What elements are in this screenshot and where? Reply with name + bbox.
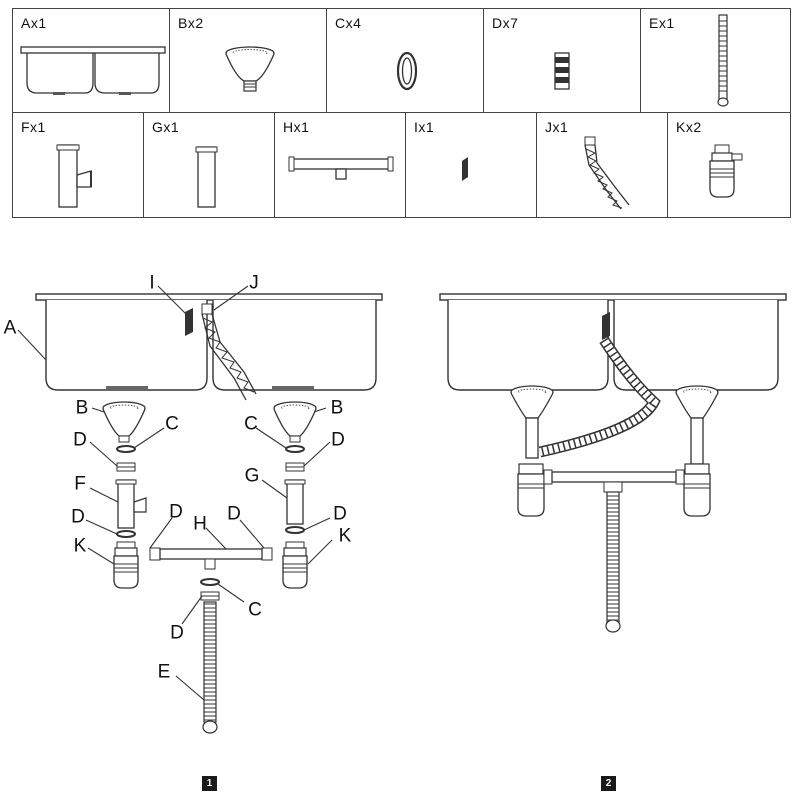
callout-b-right: B xyxy=(330,397,344,419)
strainer-basket-icon xyxy=(225,46,275,92)
callout-f: F xyxy=(74,473,86,495)
part-label: Dx7 xyxy=(492,15,519,31)
part-cell-a: Ax1 xyxy=(12,8,170,113)
callout-d-bottom: D xyxy=(170,622,184,644)
overflow-hose-icon xyxy=(584,136,630,210)
bottle-trap-icon xyxy=(709,144,743,198)
callout-j: J xyxy=(249,272,259,294)
part-cell-g: Gx1 xyxy=(143,112,275,218)
callout-d-right-top: D xyxy=(331,429,345,451)
part-label: Ex1 xyxy=(649,15,675,31)
nut-icon xyxy=(554,52,570,90)
assembly-drawing xyxy=(17,285,787,734)
part-label: Cx4 xyxy=(335,15,362,31)
callout-e: E xyxy=(157,661,171,683)
callout-c-bottom: C xyxy=(248,599,262,621)
parts-table: Ax1 Bx2 Cx4 Dx7 xyxy=(0,0,800,230)
callout-d-connector-right: D xyxy=(227,503,241,525)
tee-pipe-icon xyxy=(56,144,92,208)
callout-g: G xyxy=(244,465,260,487)
part-cell-j: Jx1 xyxy=(536,112,668,218)
flexible-hose-icon xyxy=(717,14,729,107)
callout-c-right: C xyxy=(244,413,258,435)
callout-k-right: K xyxy=(338,525,352,547)
part-label: Gx1 xyxy=(152,119,180,135)
part-label: Kx2 xyxy=(676,119,702,135)
callout-i: I xyxy=(149,272,155,294)
part-cell-b: Bx2 xyxy=(169,8,327,113)
washer-ring-icon xyxy=(396,51,418,91)
part-label: Bx2 xyxy=(178,15,204,31)
part-cell-k: Kx2 xyxy=(667,112,791,218)
straight-pipe-icon xyxy=(195,146,218,208)
callout-d-right-mid: D xyxy=(333,503,347,525)
part-label: Hx1 xyxy=(283,119,310,135)
assembly-diagram: A I J B B C C D D F G D D H D D K K C D … xyxy=(0,230,800,800)
callout-c-left: C xyxy=(165,413,179,435)
callout-k-left: K xyxy=(73,535,87,557)
callout-d-connector-left: D xyxy=(169,501,183,523)
step2-assembled-view xyxy=(439,293,787,633)
part-label: Ax1 xyxy=(21,15,47,31)
horizontal-connector-icon xyxy=(288,156,394,180)
part-cell-i: Ix1 xyxy=(405,112,537,218)
step-badge-2: 2 xyxy=(601,776,616,791)
callout-d-left-mid: D xyxy=(71,506,85,528)
part-cell-f: Fx1 xyxy=(12,112,144,218)
step-badge-1: 1 xyxy=(202,776,217,791)
double-sink-icon xyxy=(20,46,166,95)
part-cell-c: Cx4 xyxy=(326,8,484,113)
callout-a: A xyxy=(3,317,17,339)
part-label: Ix1 xyxy=(414,119,435,135)
part-cell-e: Ex1 xyxy=(640,8,791,113)
part-cell-d: Dx7 xyxy=(483,8,641,113)
callout-h: H xyxy=(193,513,207,535)
part-cell-h: Hx1 xyxy=(274,112,406,218)
callout-d-left-top: D xyxy=(73,429,87,451)
callout-b-left: B xyxy=(75,397,89,419)
part-label: Jx1 xyxy=(545,119,569,135)
part-label: Fx1 xyxy=(21,119,46,135)
step1-exploded-view xyxy=(17,285,383,734)
overflow-clip-icon xyxy=(462,157,468,181)
